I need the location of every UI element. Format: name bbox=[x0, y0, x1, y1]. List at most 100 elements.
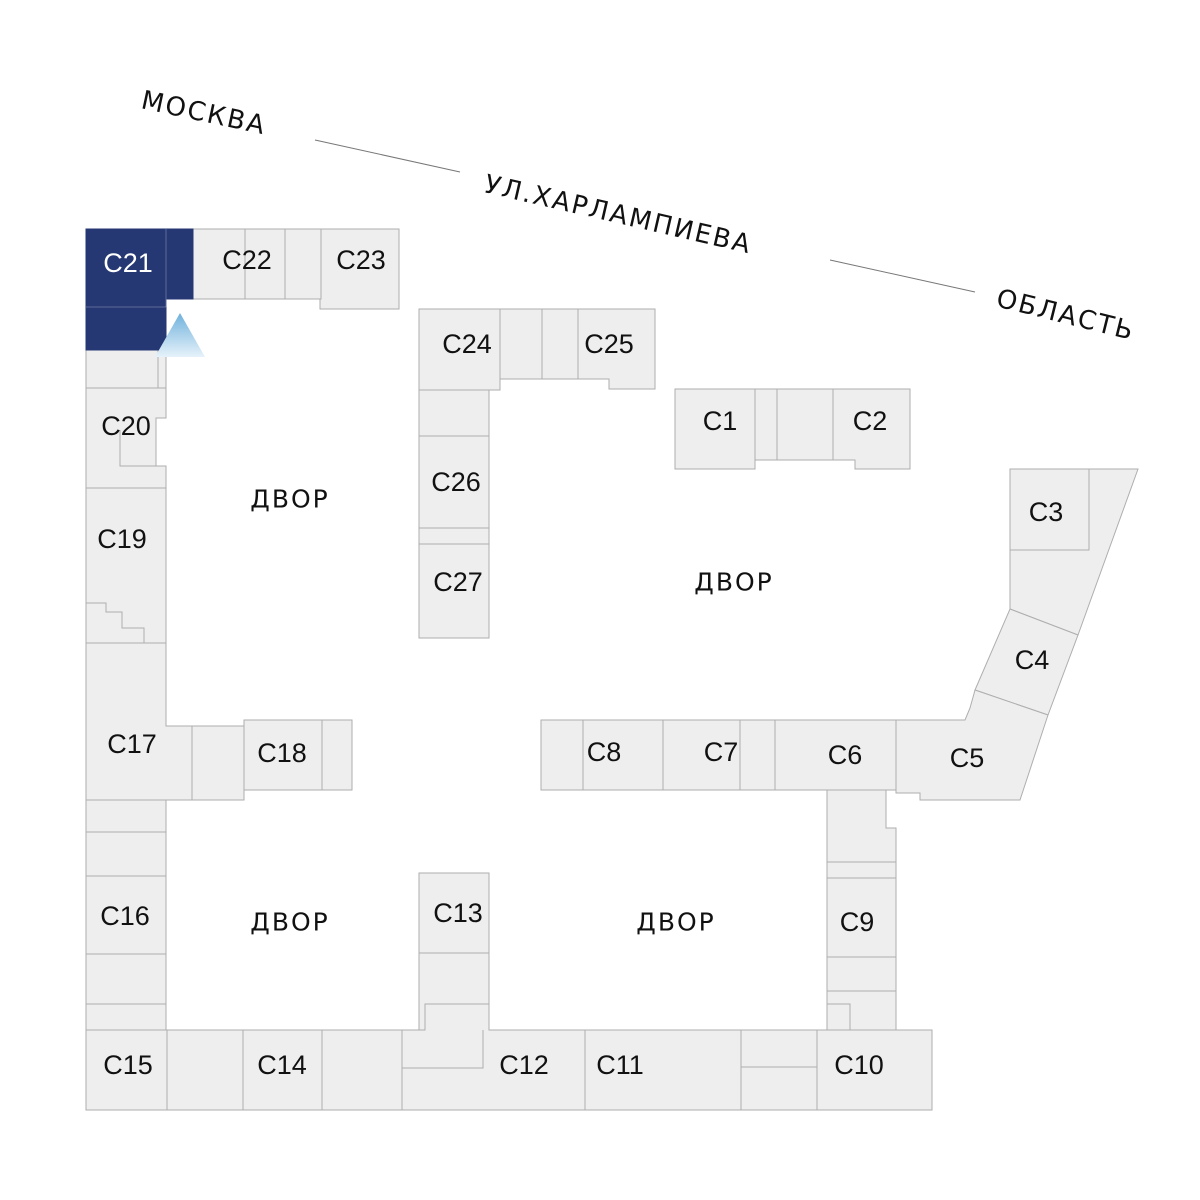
unit-label-c17: С17 bbox=[107, 729, 157, 759]
partition-line bbox=[119, 430, 166, 467]
stair-line bbox=[86, 602, 145, 643]
unit-label-c19: С19 bbox=[97, 524, 147, 554]
road-line bbox=[314, 139, 461, 173]
unit-label-c16: С16 bbox=[100, 901, 150, 931]
courtyard-labels: ДВОР ДВОР ДВОР ДВОР bbox=[250, 485, 773, 937]
unit-label-c14: С14 bbox=[257, 1050, 307, 1080]
building-section bbox=[739, 719, 776, 791]
courtyard-label-se: ДВОР bbox=[636, 908, 715, 937]
unit-label-c10: С10 bbox=[834, 1050, 884, 1080]
unit-c14[interactable] bbox=[242, 1029, 323, 1111]
building-section bbox=[85, 349, 167, 389]
west-wing bbox=[85, 349, 193, 1031]
building-section bbox=[826, 956, 897, 992]
unit-c19[interactable] bbox=[85, 487, 167, 644]
building-section bbox=[754, 388, 778, 461]
building-section bbox=[192, 228, 246, 300]
south-wing bbox=[85, 1003, 933, 1111]
building-section bbox=[740, 1066, 818, 1111]
unit-label-c23: С23 bbox=[336, 245, 386, 275]
unit-c23[interactable] bbox=[319, 228, 400, 310]
building-section bbox=[321, 719, 353, 791]
courtyard-label-sw: ДВОР bbox=[250, 908, 329, 937]
viewpoint-marker-icon bbox=[155, 313, 205, 357]
unit-label-c25: С25 bbox=[584, 329, 634, 359]
unit-c3[interactable] bbox=[1009, 468, 1090, 551]
unit-c10[interactable] bbox=[816, 1029, 933, 1111]
unit-label-c1: С1 bbox=[703, 406, 738, 436]
building-section bbox=[540, 719, 584, 791]
unit-label-c9: С9 bbox=[840, 907, 875, 937]
road-line bbox=[829, 259, 976, 293]
unit-label-c11: С11 bbox=[596, 1050, 644, 1080]
unit-c5[interactable] bbox=[895, 689, 1049, 801]
unit-c21[interactable] bbox=[85, 228, 167, 308]
building-section bbox=[826, 789, 897, 863]
north-west-wing bbox=[85, 228, 400, 357]
unit-label-c24: С24 bbox=[442, 329, 492, 359]
unit-c2[interactable] bbox=[832, 388, 911, 470]
unit-c13[interactable] bbox=[418, 872, 490, 954]
unit-label-c26: С26 bbox=[431, 467, 481, 497]
building-section bbox=[826, 990, 897, 1032]
building-section bbox=[284, 228, 322, 300]
street-name-label: УЛ.ХАРЛАМПИЕВА bbox=[481, 170, 754, 261]
building-section bbox=[191, 725, 245, 801]
unit-label-c13: С13 bbox=[433, 898, 483, 928]
region-label: ОБЛАСТЬ bbox=[993, 284, 1138, 347]
unit-label-c3: С3 bbox=[1029, 497, 1064, 527]
unit-c17[interactable] bbox=[85, 642, 193, 801]
middle-east-wing bbox=[540, 719, 897, 791]
unit-label-c22: С22 bbox=[222, 245, 272, 275]
unit-label-c2: С2 bbox=[853, 406, 888, 436]
east-wing bbox=[895, 468, 1139, 801]
unit-c9[interactable] bbox=[826, 877, 897, 958]
east-column bbox=[826, 789, 897, 1032]
building-section bbox=[499, 308, 543, 380]
building-section bbox=[418, 527, 490, 545]
unit-c25[interactable] bbox=[577, 308, 656, 390]
unit-c27[interactable] bbox=[418, 543, 490, 639]
building-section bbox=[826, 861, 897, 879]
c18-block bbox=[191, 719, 353, 801]
unit-c12[interactable] bbox=[401, 1003, 586, 1111]
moscow-label: МОСКВА bbox=[139, 86, 270, 142]
north-east-wing bbox=[674, 388, 911, 470]
unit-label-c12: С12 bbox=[499, 1050, 549, 1080]
building-section bbox=[321, 1029, 403, 1111]
unit-label-c27: С27 bbox=[433, 567, 483, 597]
unit-labels: С21 С22 С23 С24 С25 С1 С2 С20 С26 С3 С19… bbox=[97, 245, 1063, 1080]
unit-c15[interactable] bbox=[85, 1029, 168, 1111]
building-section bbox=[85, 1003, 167, 1031]
unit-label-c4: С4 bbox=[1015, 645, 1050, 675]
north-center-wing bbox=[418, 308, 656, 639]
building-section bbox=[85, 953, 167, 1005]
unit-c8[interactable] bbox=[582, 719, 664, 791]
unit-label-c18: С18 bbox=[257, 738, 307, 768]
unit-label-c15: С15 bbox=[103, 1050, 153, 1080]
unit-label-c7: С7 bbox=[704, 737, 739, 767]
building-section bbox=[776, 388, 834, 461]
unit-c22[interactable] bbox=[244, 228, 286, 300]
building-section bbox=[85, 799, 167, 833]
unit-label-c6: С6 bbox=[828, 740, 863, 770]
partition-line bbox=[402, 1030, 484, 1069]
unit-c21-part[interactable] bbox=[165, 228, 194, 300]
building-section bbox=[85, 831, 167, 877]
courtyard-label-ne: ДВОР bbox=[694, 568, 773, 597]
unit-c6[interactable] bbox=[774, 719, 897, 791]
unit-c7[interactable] bbox=[662, 719, 741, 791]
unit-c1[interactable] bbox=[674, 388, 756, 470]
unit-label-c8: С8 bbox=[587, 737, 622, 767]
building-section bbox=[418, 389, 490, 437]
unit-label-c20: С20 bbox=[101, 411, 151, 441]
unit-label-c5: С5 bbox=[950, 743, 985, 773]
building-section bbox=[166, 1029, 244, 1111]
unit-c11[interactable] bbox=[584, 1029, 742, 1111]
unit-c26[interactable] bbox=[418, 435, 490, 529]
street-labels: МОСКВА УЛ.ХАРЛАМПИЕВА ОБЛАСТЬ bbox=[139, 86, 1138, 348]
unit-label-c21: С21 bbox=[103, 248, 153, 278]
unit-c21-part[interactable] bbox=[85, 306, 167, 351]
building-section bbox=[541, 308, 579, 380]
